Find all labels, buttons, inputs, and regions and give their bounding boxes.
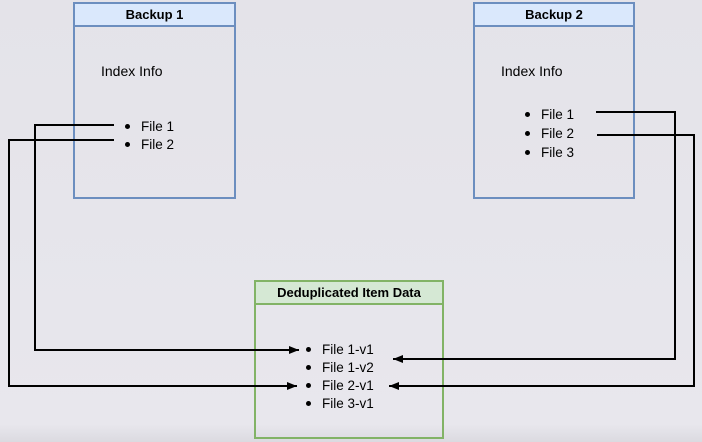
bullet-icon bbox=[306, 346, 311, 352]
list-item: File 2 bbox=[125, 135, 174, 153]
list-item: File 1 bbox=[525, 105, 574, 124]
list-item: File 1-v2 bbox=[306, 358, 374, 376]
dedup-item-label: File 1-v2 bbox=[322, 359, 374, 375]
dedup-item-label: File 1-v1 bbox=[322, 341, 374, 357]
bullet-icon bbox=[306, 400, 311, 406]
file-label: File 2 bbox=[541, 126, 575, 141]
backup1-title: Backup 1 bbox=[75, 4, 234, 27]
list-item: File 1 bbox=[125, 117, 174, 135]
backup2-subtitle: Index Info bbox=[501, 63, 563, 79]
dedup-item-list: File 1-v1 File 1-v2 File 2-v1 File 3-v1 bbox=[306, 340, 374, 412]
bullet-icon bbox=[125, 123, 130, 129]
backup2-title: Backup 2 bbox=[475, 4, 633, 27]
list-item: File 3-v1 bbox=[306, 394, 374, 412]
backup1-body: Index Info File 1 File 2 bbox=[75, 27, 234, 197]
file-label: File 1 bbox=[541, 107, 575, 122]
list-item: File 2 bbox=[525, 124, 574, 143]
backup2-box: Backup 2 Index Info File 1 File 2 File 3 bbox=[473, 2, 635, 199]
backup1-file-list: File 1 File 2 bbox=[125, 117, 174, 153]
bullet-icon bbox=[306, 364, 311, 370]
list-item: File 3 bbox=[525, 143, 574, 162]
dedup-box: Deduplicated Item Data File 1-v1 File 1-… bbox=[254, 280, 444, 439]
list-item: File 1-v1 bbox=[306, 340, 374, 358]
backup2-body: Index Info File 1 File 2 File 3 bbox=[475, 27, 633, 197]
bullet-icon bbox=[306, 382, 311, 388]
dedup-body: File 1-v1 File 1-v2 File 2-v1 File 3-v1 bbox=[256, 305, 442, 437]
backup2-file-list: File 1 File 2 File 3 bbox=[525, 105, 574, 162]
bullet-icon bbox=[525, 131, 530, 136]
dedup-item-label: File 3-v1 bbox=[322, 395, 374, 411]
list-item: File 2-v1 bbox=[306, 376, 374, 394]
dedup-item-label: File 2-v1 bbox=[322, 377, 374, 393]
backup1-subtitle: Index Info bbox=[101, 63, 163, 79]
bullet-icon bbox=[525, 112, 530, 117]
file-label: File 1 bbox=[141, 118, 175, 134]
dedup-title: Deduplicated Item Data bbox=[256, 282, 442, 305]
bullet-icon bbox=[125, 141, 130, 147]
backup1-box: Backup 1 Index Info File 1 File 2 bbox=[73, 2, 236, 199]
bullet-icon bbox=[525, 150, 530, 155]
file-label: File 2 bbox=[141, 136, 175, 152]
file-label: File 3 bbox=[541, 145, 575, 160]
